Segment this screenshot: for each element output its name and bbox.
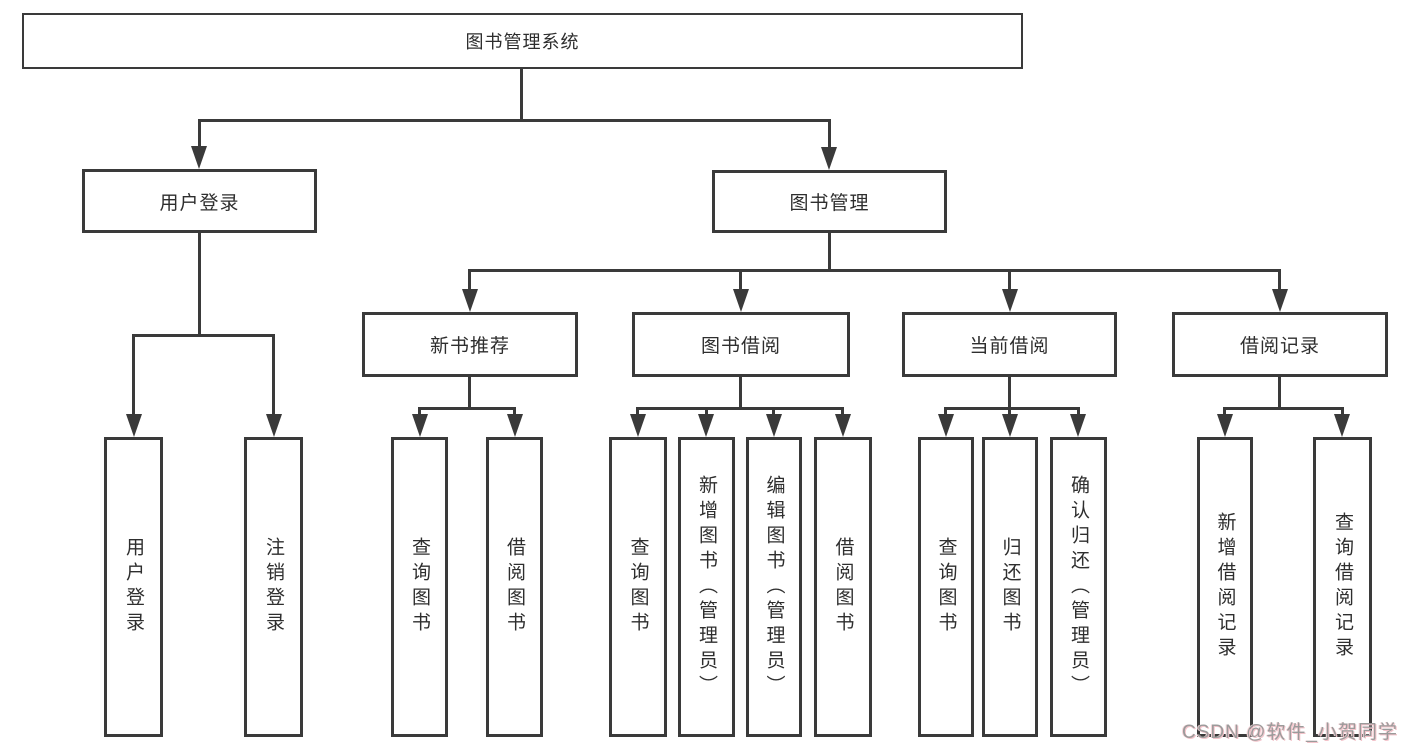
arrow-down (507, 414, 523, 437)
node-label: 查询借阅记录 (1332, 512, 1353, 662)
node-label: 新书推荐 (429, 336, 510, 357)
arrow-down (835, 414, 851, 437)
arrow-down (1334, 414, 1350, 437)
connector-line (272, 334, 275, 426)
arrow-down (766, 414, 782, 437)
connector-line (828, 119, 831, 159)
node-leaf-add-book-admin: 新增图书（管理员） (678, 437, 735, 737)
node-label: 查询图书 (627, 537, 649, 637)
arrow-down (1002, 289, 1018, 312)
node-leaf-add-borrow-record: 新增借阅记录 (1197, 437, 1253, 737)
connector-line (636, 407, 844, 410)
arrow-down (266, 414, 282, 437)
connector-line (1223, 407, 1344, 410)
node-book-borrowing: 图书借阅 (632, 312, 850, 377)
node-label: 借阅记录 (1239, 336, 1320, 357)
node-label: 图书管理系统 (465, 32, 580, 52)
node-label: 用户登录 (159, 192, 240, 214)
node-leaf-user-login: 用户登录 (104, 437, 163, 737)
arrow-down (126, 414, 142, 437)
arrow-down (462, 289, 478, 312)
connector-line (198, 233, 201, 336)
arrow-down (821, 147, 837, 170)
node-leaf-query-book-current: 查询图书 (918, 437, 974, 737)
connector-line (198, 119, 831, 122)
connector-line (520, 68, 523, 121)
connector-line (1278, 377, 1281, 409)
connector-line (198, 119, 201, 159)
node-leaf-query-borrow-record: 查询借阅记录 (1313, 437, 1372, 737)
connector-line (739, 269, 742, 301)
arrow-down (630, 414, 646, 437)
node-leaf-confirm-return-admin: 确认归还（管理员） (1050, 437, 1107, 737)
csdn-watermark: CSDN @软件_小贺同学 (1182, 722, 1398, 743)
connector-line (468, 269, 1281, 272)
node-label: 借阅图书 (504, 537, 525, 637)
node-label: 图书借阅 (700, 336, 781, 357)
arrow-down (733, 289, 749, 312)
node-label: 确认归还（管理员） (1068, 474, 1089, 700)
arrow-down (698, 414, 714, 437)
connector-line (468, 269, 471, 301)
node-label: 用户登录 (123, 537, 144, 637)
node-label: 查询图书 (409, 537, 430, 637)
connector-line (132, 334, 275, 337)
node-label: 新增借阅记录 (1214, 512, 1236, 662)
connector-line (132, 334, 135, 426)
connector-line (944, 407, 1080, 410)
node-library-management-system: 图书管理系统 (22, 13, 1023, 69)
arrow-down (938, 414, 954, 437)
node-leaf-logout: 注销登录 (244, 437, 303, 737)
connector-line (1008, 269, 1011, 301)
node-new-book-recommend: 新书推荐 (362, 312, 578, 377)
node-user-login: 用户登录 (82, 169, 317, 233)
node-label: 查询图书 (935, 537, 957, 637)
arrow-down (1217, 414, 1233, 437)
node-leaf-return-book: 归还图书 (982, 437, 1038, 737)
connector-line (418, 407, 516, 410)
arrow-down (191, 146, 207, 169)
node-book-management: 图书管理 (712, 170, 947, 233)
node-leaf-query-book-borrowing: 查询图书 (609, 437, 667, 737)
node-label: 借阅图书 (832, 537, 854, 637)
node-current-borrowing: 当前借阅 (902, 312, 1117, 377)
connector-line (1278, 269, 1281, 301)
node-borrowing-records: 借阅记录 (1172, 312, 1388, 377)
connector-line (828, 233, 831, 271)
node-label: 当前借阅 (969, 336, 1050, 357)
node-leaf-borrow-book-recommend: 借阅图书 (486, 437, 543, 737)
arrow-down (1272, 289, 1288, 312)
node-label: 注销登录 (263, 537, 284, 637)
arrow-down (1002, 414, 1018, 437)
arrow-down (1070, 414, 1086, 437)
node-leaf-edit-book-admin: 编辑图书（管理员） (746, 437, 802, 737)
node-label: 编辑图书（管理员） (763, 474, 785, 700)
connector-line (739, 377, 742, 409)
node-label: 新增图书（管理员） (696, 474, 717, 700)
node-leaf-query-book-recommend: 查询图书 (391, 437, 448, 737)
node-leaf-borrow-book: 借阅图书 (814, 437, 872, 737)
node-label: 归还图书 (999, 537, 1021, 637)
node-label: 图书管理 (789, 193, 870, 214)
arrow-down (412, 414, 428, 437)
connector-line (1008, 377, 1011, 409)
connector-line (468, 377, 471, 409)
